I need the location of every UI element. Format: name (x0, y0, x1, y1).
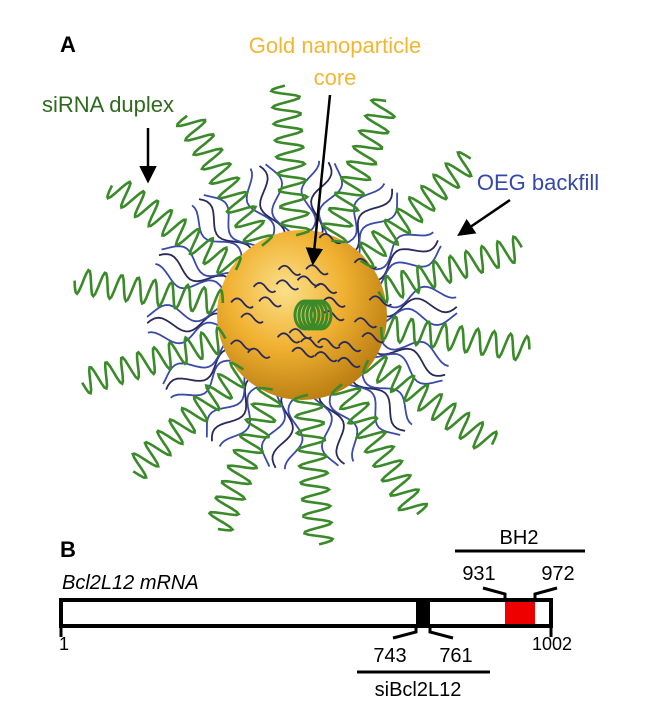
sirna-helix (73, 268, 225, 316)
oeg-strand (155, 263, 226, 294)
oeg-strand (283, 394, 304, 470)
oeg-strand (146, 304, 223, 323)
core-surface-strands (230, 233, 393, 369)
sirna-duplex-label: siRNA duplex (42, 92, 174, 117)
bh2-start-position: 931 (462, 563, 495, 585)
sirna-helix (320, 98, 397, 244)
sirna-start-position: 743 (373, 645, 406, 667)
surface-strand (247, 347, 271, 359)
front-helix-ring (309, 299, 333, 331)
sirna-end-position: 761 (439, 645, 472, 667)
sirna-helix (131, 361, 246, 480)
oeg-strand (381, 307, 458, 326)
sirna-name: siBcl2L12 (375, 679, 462, 701)
end-position: 1002 (532, 634, 572, 654)
oeg-strand (161, 245, 234, 278)
surface-strand (337, 356, 361, 369)
sirna-helix (81, 326, 227, 396)
oeg-strand (360, 368, 413, 426)
surface-strand (291, 346, 315, 358)
bh2-end-position: 972 (541, 563, 574, 585)
oeg-strand (205, 371, 247, 438)
oeg-strand (340, 183, 386, 246)
oeg-strand (357, 192, 399, 259)
oeg-arrow (457, 198, 511, 236)
oeg-backfill-label: OEG backfill (477, 170, 599, 195)
sirna-end-leader (428, 626, 454, 640)
surface-strand (317, 337, 341, 349)
sirna-duplex-helices (73, 84, 531, 546)
sirna-helix (330, 383, 429, 516)
surface-strand (318, 233, 343, 245)
surface-strand (305, 264, 329, 276)
sirna-helix (175, 114, 274, 247)
oeg-strand (191, 204, 244, 262)
oeg-strand (245, 168, 276, 242)
core-label-line2: core (314, 65, 357, 90)
surface-strand (275, 279, 300, 291)
surface-strand (296, 275, 321, 287)
sirna-target-block (416, 600, 430, 626)
sirna-helix (379, 314, 531, 362)
bh2-start-leader (482, 586, 507, 600)
surface-strand (368, 295, 393, 307)
oeg-strand (328, 388, 359, 462)
surface-strand (361, 332, 385, 344)
surface-strand (337, 341, 362, 353)
surface-strand (276, 332, 301, 344)
surface-strand (300, 337, 324, 349)
sirna-start-leader (392, 626, 418, 640)
core-arrow (305, 94, 332, 266)
panel-b-label: B (60, 537, 76, 562)
surface-strand (322, 296, 346, 308)
panel-a-label: A (60, 32, 76, 57)
surface-strand (240, 312, 264, 324)
start-position: 1 (59, 634, 69, 654)
bh2-domain-block (505, 602, 535, 624)
bh2-name: BH2 (500, 527, 539, 549)
sirna-helix (292, 393, 335, 546)
mrna-label: Bcl2L12 mRNA (62, 572, 199, 594)
bh2-end-leader (533, 586, 558, 600)
surface-strand (252, 282, 277, 294)
oeg-strand (378, 336, 449, 367)
surface-strand (353, 317, 378, 329)
oeg-strand (370, 352, 443, 385)
sirna-helix (207, 386, 284, 532)
core-label-line1: Gold nanoparticle (249, 33, 421, 58)
surface-strand (230, 297, 254, 309)
sirna-helix (269, 84, 312, 237)
oeg-strand (218, 384, 264, 447)
sirna-helix (362, 354, 498, 450)
sirna-helix (106, 180, 242, 276)
surface-strand (258, 296, 282, 308)
surface-strand (314, 351, 338, 363)
mrna-bar (59, 598, 553, 628)
sirna-helix (358, 150, 473, 269)
oeg-strand (300, 160, 321, 236)
sirna-helix (377, 234, 523, 304)
surface-strand (277, 264, 302, 276)
